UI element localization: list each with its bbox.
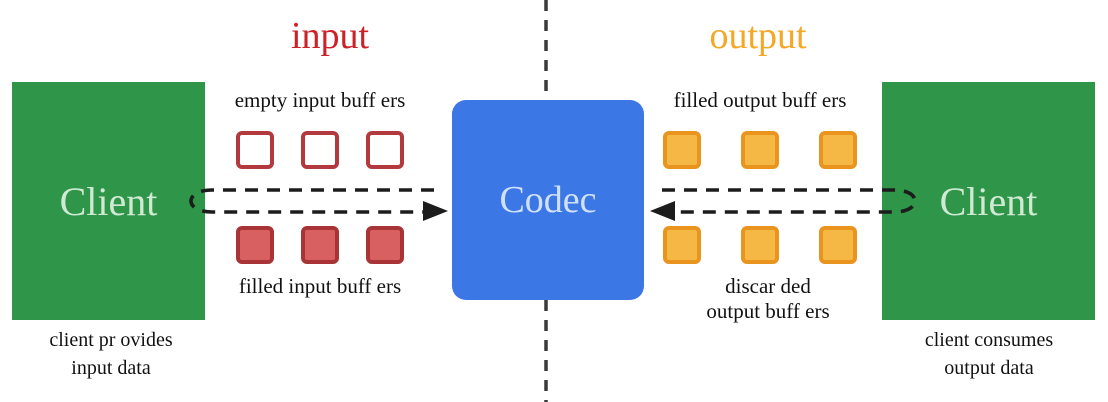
discarded-output-buffer <box>663 226 701 264</box>
filled-input-buffers-row <box>236 226 404 264</box>
right-client-node: Client <box>882 82 1095 320</box>
codec-label: Codec <box>499 179 597 221</box>
filled-output-buffer <box>741 131 779 169</box>
filled-output-buffer <box>663 131 701 169</box>
discarded-label-line1: discar ded <box>725 274 811 298</box>
left-caption-line2: input data <box>71 357 151 379</box>
discarded-output-buffer <box>819 226 857 264</box>
empty-input-buffers-row <box>236 131 404 169</box>
right-client-label: Client <box>939 178 1038 224</box>
input-section-title: input <box>290 15 370 57</box>
left-client-label: Client <box>59 178 158 224</box>
filled-input-buffer <box>366 226 404 264</box>
right-caption-line2: output data <box>944 357 1034 379</box>
filled-input-buffers-label: filled input buff ers <box>238 274 402 298</box>
empty-input-buffer <box>301 131 339 169</box>
filled-output-buffers-label: filled output buff ers <box>673 88 847 112</box>
codec-node: Codec <box>452 100 644 300</box>
right-caption-line1: client consumes <box>924 329 1054 351</box>
discarded-output-buffers-row <box>663 226 857 264</box>
left-client-caption: client pr ovides input data <box>6 326 216 382</box>
filled-output-buffer <box>819 131 857 169</box>
discarded-output-buffer <box>741 226 779 264</box>
filled-input-buffer <box>301 226 339 264</box>
empty-input-buffer <box>236 131 274 169</box>
discarded-label-line2: output buff ers <box>706 299 830 323</box>
left-client-node: Client <box>12 82 205 320</box>
right-client-caption: client consumes output data <box>876 326 1102 382</box>
discarded-output-buffers-label: discar ded output buff ers <box>658 274 878 324</box>
filled-input-buffer <box>236 226 274 264</box>
empty-input-buffers-label: empty input buff ers <box>234 88 406 112</box>
output-section-title: output <box>709 15 807 57</box>
filled-output-buffers-row <box>663 131 857 169</box>
empty-input-buffer <box>366 131 404 169</box>
left-caption-line1: client pr ovides <box>49 329 173 351</box>
